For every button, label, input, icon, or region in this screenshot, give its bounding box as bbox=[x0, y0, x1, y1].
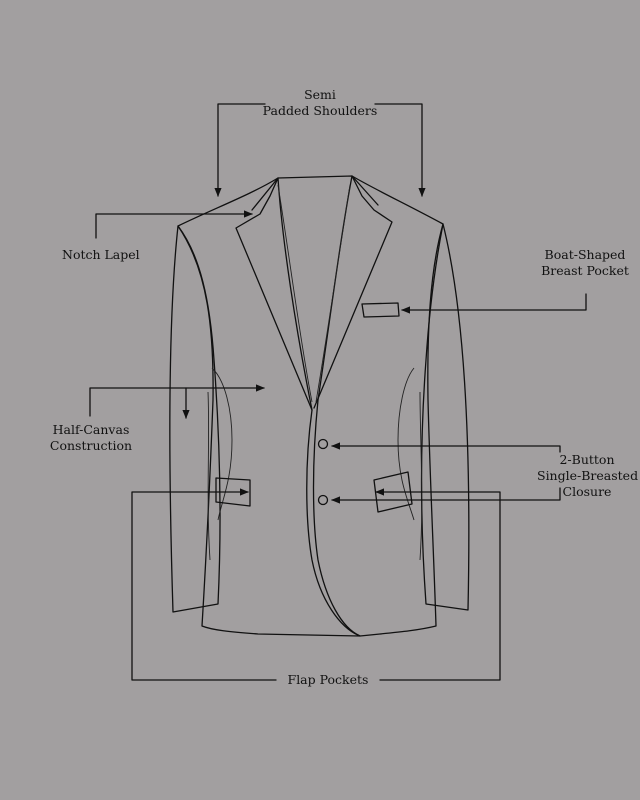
flap-pocket-leader-left bbox=[131, 488, 277, 681]
jacket-outline bbox=[169, 175, 470, 637]
lower-button bbox=[317, 494, 329, 506]
shoulders-label-line1: Semi bbox=[304, 87, 336, 102]
breast-pocket-label-line2: Breast Pocket bbox=[541, 263, 629, 278]
left-flap-pocket bbox=[215, 477, 251, 507]
closure-label-line1: 2-Button bbox=[559, 452, 615, 467]
flap-pocket-leader-right bbox=[375, 488, 501, 681]
left-dart bbox=[211, 367, 233, 521]
upper-button bbox=[317, 438, 329, 450]
breast-pocket-label-line1: Boat-Shaped bbox=[544, 247, 626, 262]
right-lapel bbox=[313, 175, 393, 409]
neck-band bbox=[277, 184, 313, 403]
breast-pocket bbox=[361, 302, 400, 318]
half-canvas-label: Half-Canvas Construction bbox=[48, 422, 134, 454]
closure-label-line3: Closure bbox=[562, 484, 612, 499]
shoulders-label: Semi Padded Shoulders bbox=[262, 87, 378, 119]
shoulder-leader-left bbox=[214, 103, 266, 197]
right-dart bbox=[397, 367, 415, 521]
closure-leader-lower bbox=[331, 487, 561, 504]
annotation-lines bbox=[89, 103, 587, 681]
half-canvas-label-line2: Construction bbox=[49, 438, 133, 453]
left-body bbox=[177, 177, 361, 637]
breast-pocket-leader bbox=[401, 293, 587, 314]
notch-lapel-label: Notch Lapel bbox=[62, 247, 140, 262]
closure-label-line2: Single-Breasted bbox=[537, 468, 639, 483]
right-flap-pocket bbox=[373, 471, 413, 513]
half-canvas-label-line1: Half-Canvas bbox=[52, 422, 130, 437]
half-canvas-leader-a bbox=[89, 384, 265, 417]
closure-leader-upper bbox=[331, 442, 561, 453]
left-lapel bbox=[235, 177, 313, 411]
notch-lapel-leader bbox=[95, 210, 253, 239]
closure-label: 2-Button Single-Breasted Closure bbox=[537, 452, 639, 500]
shoulder-leader-right bbox=[374, 103, 426, 197]
collar bbox=[251, 175, 379, 211]
flap-pockets-label: Flap Pockets bbox=[287, 672, 369, 687]
shoulders-label-line2: Padded Shoulders bbox=[262, 103, 378, 118]
breast-pocket-label: Boat-Shaped Breast Pocket bbox=[540, 247, 630, 279]
